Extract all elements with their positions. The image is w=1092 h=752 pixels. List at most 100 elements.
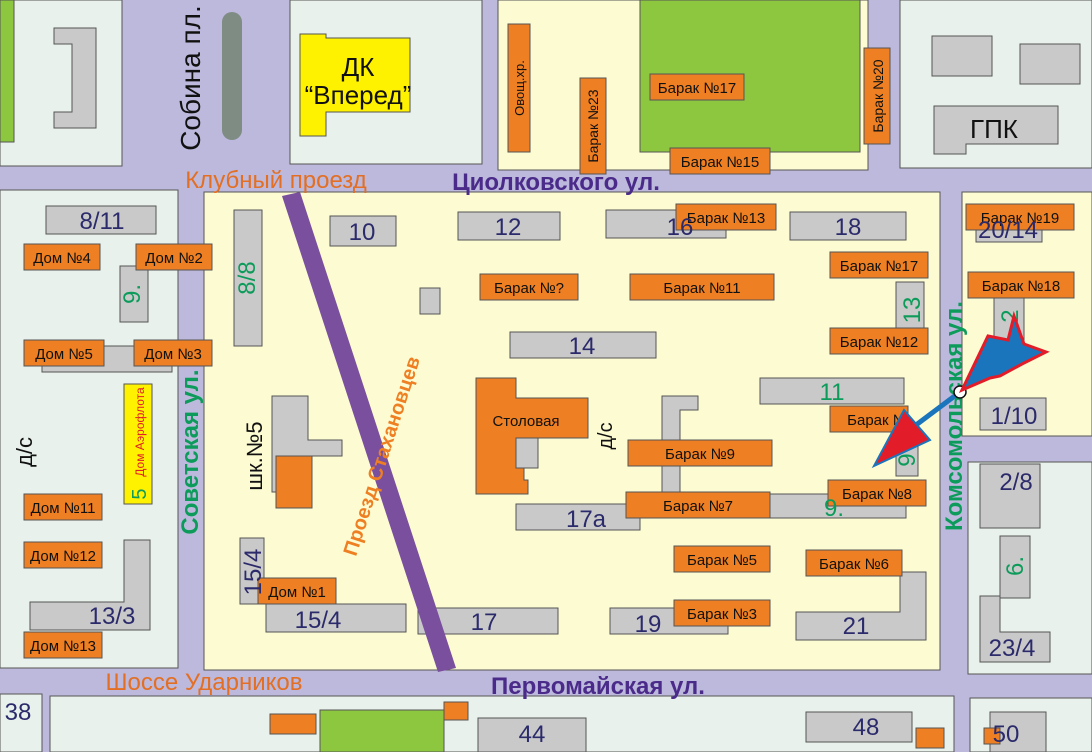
barrack-13-label: Барак №13 bbox=[687, 210, 765, 227]
num-15-4-v: 15/4 bbox=[240, 549, 267, 596]
barrack-11-box bbox=[629, 273, 775, 301]
num-11: 11 bbox=[820, 379, 845, 406]
barrack-17-top-label: Барак №17 bbox=[658, 80, 736, 97]
building-aeroflot bbox=[123, 383, 153, 505]
building-9-left bbox=[119, 265, 149, 323]
barrack-20-box bbox=[863, 47, 891, 145]
num-17a: 17а bbox=[566, 506, 607, 533]
num-17: 17 bbox=[471, 609, 498, 636]
house-12-label: Дом №12 bbox=[30, 548, 96, 565]
aeroflot-number: 5 bbox=[129, 488, 151, 499]
barrack-3-box bbox=[673, 599, 771, 627]
dk-building bbox=[299, 33, 411, 137]
barrack-7-box bbox=[625, 491, 771, 519]
arrow-fletching bbox=[958, 310, 1050, 393]
house-1-box bbox=[257, 577, 337, 605]
num-22: 2 bbox=[997, 309, 1024, 322]
barrack-15-box bbox=[669, 147, 771, 175]
building-12 bbox=[457, 211, 561, 241]
num-9-left: 9. bbox=[119, 284, 146, 304]
arrow-head bbox=[871, 408, 932, 469]
barrack-5-box bbox=[673, 545, 771, 573]
house-5-box bbox=[23, 339, 105, 367]
barrack-6-box bbox=[805, 549, 903, 577]
num-1-10: 1/10 bbox=[991, 403, 1038, 430]
building-21 bbox=[795, 571, 927, 641]
building-top-right bbox=[1019, 43, 1081, 85]
bottom-orange-4 bbox=[983, 727, 1001, 745]
square-median bbox=[222, 12, 242, 140]
num-44: 44 bbox=[519, 721, 546, 748]
num-8-11: 8/11 bbox=[80, 208, 125, 235]
num-9-center: 9. bbox=[824, 495, 844, 522]
barrack-q-label: Барак №? bbox=[494, 280, 564, 297]
school-label: шк.№5 bbox=[242, 421, 267, 490]
block-bottom-left bbox=[0, 693, 43, 752]
barrack-17-right-box bbox=[829, 251, 929, 279]
barrack-8-box bbox=[827, 479, 927, 507]
barrack-23-label: Барак №23 bbox=[585, 89, 601, 162]
num-13-3: 13/3 bbox=[89, 603, 136, 630]
barrack-17-right-label: Барак №17 bbox=[840, 258, 918, 275]
barrack-6-label: Барак №6 bbox=[819, 556, 889, 573]
building-1-10 bbox=[979, 397, 1047, 431]
ovoshch-label: Овощ.хр. bbox=[512, 60, 527, 116]
stolovaya-annex bbox=[515, 437, 539, 469]
house-3-label: Дом №3 bbox=[144, 346, 202, 363]
building-15-4 bbox=[265, 603, 407, 633]
building-small bbox=[419, 287, 441, 315]
barrack-23-box bbox=[579, 77, 607, 175]
house-12-box bbox=[23, 541, 103, 569]
barrack-19-label: Барак №19 bbox=[981, 210, 1059, 227]
barrack-9-label: Барак №9 bbox=[665, 446, 735, 463]
barrack-11-label: Барак №11 bbox=[663, 280, 740, 297]
barrack-18-box bbox=[967, 271, 1075, 299]
building-23-4 bbox=[979, 595, 1051, 663]
bottom-park bbox=[319, 709, 445, 752]
barrack-3-label: Барак №3 bbox=[687, 606, 757, 623]
building-2-8 bbox=[979, 463, 1041, 529]
barrack-q-box bbox=[479, 273, 579, 301]
num-23-4: 23/4 bbox=[989, 635, 1036, 662]
num-9-right: 9 bbox=[894, 453, 921, 466]
building-8-8 bbox=[233, 209, 263, 347]
house-1-label: Дом №1 bbox=[268, 584, 326, 601]
street-udarnikov: Шоссе Ударников bbox=[106, 669, 303, 696]
num-12: 12 bbox=[495, 214, 522, 241]
aeroflot-label: Дом Аэрофлота bbox=[133, 387, 147, 477]
building-14 bbox=[509, 331, 657, 359]
dk-label-2: “Вперед” bbox=[305, 80, 412, 110]
num-38: 38 bbox=[5, 699, 32, 726]
park-strip bbox=[0, 0, 15, 143]
barrack-7-label: Барак №7 bbox=[663, 498, 733, 515]
num-6: 6. bbox=[1002, 556, 1029, 576]
barrack-15-label: Барак №15 bbox=[681, 154, 759, 171]
num-16: 16 bbox=[667, 214, 694, 241]
ds-center-label: д/с bbox=[595, 422, 617, 449]
barracks: Барак №17 Барак №20 Овощ.хр. Барак №23 Б… bbox=[479, 23, 1075, 627]
num-8-8: 8/8 bbox=[234, 261, 261, 294]
school-orange bbox=[275, 455, 313, 509]
stakhanovtsev-passage bbox=[282, 192, 456, 672]
gpk-label: ГПК bbox=[970, 114, 1018, 144]
arrow-shaft bbox=[910, 390, 962, 430]
building-18 bbox=[789, 211, 907, 241]
ovoshch-box bbox=[507, 23, 531, 153]
house-5-label: Дом №5 bbox=[35, 346, 93, 363]
num-21: 21 bbox=[843, 613, 870, 640]
street-komsomolskaya: Комсомольская ул. bbox=[941, 301, 968, 531]
building-gpk bbox=[933, 105, 1059, 155]
barrack-5-label: Барак №5 bbox=[687, 552, 757, 569]
house-2-box bbox=[135, 243, 213, 271]
street-tsiolkovskogo: Циолковского ул. bbox=[452, 169, 660, 196]
building-10 bbox=[329, 215, 397, 247]
num-20-14: 20/14 bbox=[978, 217, 1038, 244]
barrack-19-box bbox=[965, 203, 1075, 231]
barrack-13-box bbox=[675, 203, 777, 231]
barrack-8-label: Барак №8 bbox=[842, 486, 912, 503]
house-11-box bbox=[23, 493, 103, 521]
num-18: 18 bbox=[835, 214, 862, 241]
building-6 bbox=[999, 535, 1031, 599]
num-48: 48 bbox=[853, 714, 880, 741]
